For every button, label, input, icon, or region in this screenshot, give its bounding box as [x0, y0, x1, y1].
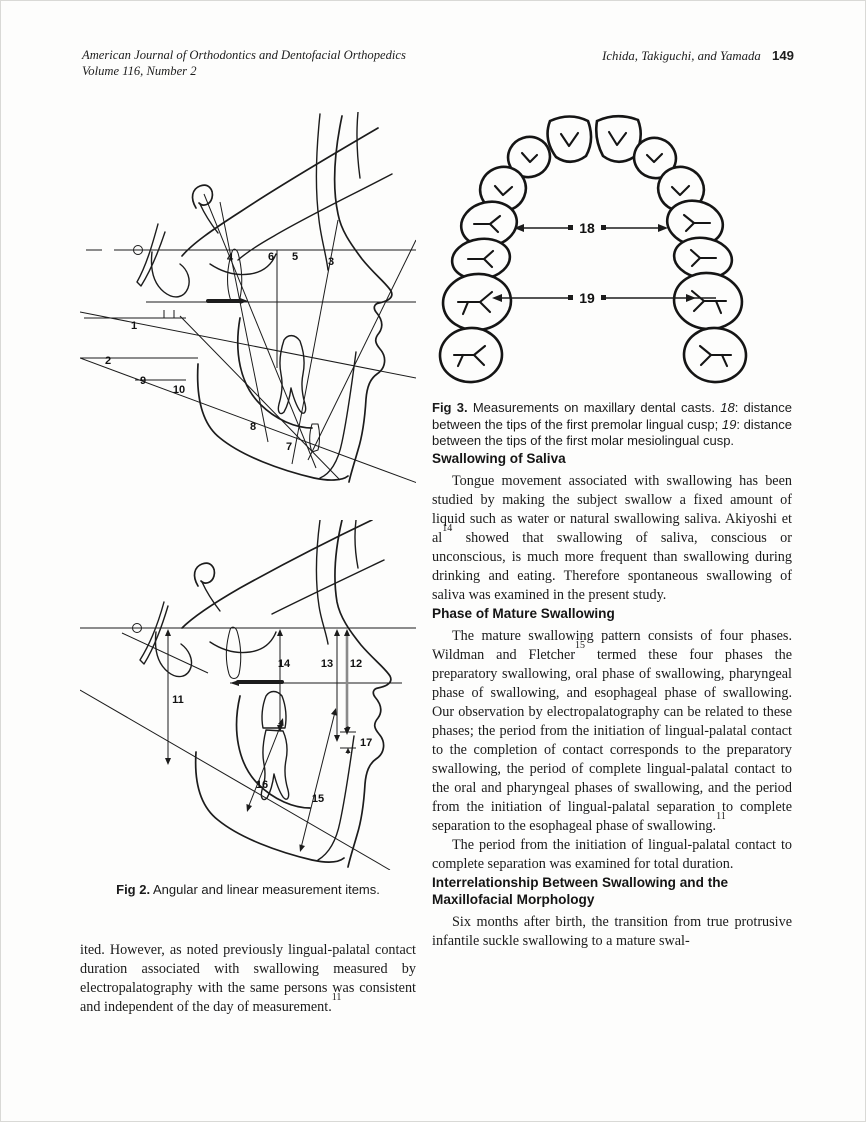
section-phase-of-mature-swallowing: The mature swallowing pattern consists o…	[432, 627, 792, 874]
fig2-measure-label-10: 10	[173, 384, 185, 396]
running-authors-page: Ichida, Takiguchi, and Yamada 149	[602, 48, 794, 64]
section-heading-phase-of-mature-swallowing: Phase of Mature Swallowing	[432, 605, 615, 621]
running-header: American Journal of Orthodontics and Den…	[82, 48, 794, 79]
fig2-measure-label-2: 2	[105, 355, 111, 367]
paragraph-phase-1: The mature swallowing pattern consists o…	[432, 627, 792, 834]
section-heading-swallowing-of-saliva: Swallowing of Saliva	[432, 450, 566, 466]
fig2-tracing-linear: 11 12 13 14 15 16 17	[80, 520, 416, 870]
fig3-arrow-19-label: 19	[579, 290, 595, 306]
journal-identification: American Journal of Orthodontics and Den…	[82, 48, 406, 79]
fig2-measure-label-1: 1	[131, 320, 137, 332]
reference-superscript-15: 15	[575, 640, 586, 652]
paragraph-phase-2: The period from the initiation of lingua…	[432, 836, 792, 872]
left-column: 1 2 3 4 5 6 7 8 9 10	[80, 112, 416, 1017]
fig2-measure-label-12: 12	[350, 658, 362, 670]
fig2-measure-label-13: 13	[321, 658, 333, 670]
fig2-measure-label-4: 4	[227, 252, 234, 264]
fig3-caption-item-18: 18	[720, 400, 735, 415]
section-heading-interrelationship: Interrelationship Between Swallowing and…	[432, 874, 729, 907]
fig2-measure-label-16: 16	[256, 779, 268, 791]
fig2-caption-label: Fig 2.	[116, 882, 151, 897]
reference-superscript-11b: 11	[716, 811, 726, 823]
fig2-measure-label-8: 8	[250, 421, 256, 433]
fig2-caption: Fig 2. Angular and linear measurement it…	[80, 882, 416, 899]
fig2-measure-label-15: 15	[312, 793, 324, 805]
page-number: 149	[771, 48, 794, 63]
paragraph-saliva: Tongue movement associated with swallowi…	[432, 472, 792, 603]
fig2-measure-label-17: 17	[360, 737, 372, 749]
fig2-caption-text: Angular and linear measurement items.	[150, 882, 380, 897]
reference-superscript-11: 11	[331, 992, 342, 1004]
paragraph-continued: ited. However, as noted previously lingu…	[80, 941, 416, 1015]
journal-title: American Journal of Orthodontics and Den…	[82, 48, 406, 62]
left-column-text: ited. However, as noted previously lingu…	[80, 941, 416, 1017]
fig3-caption: Fig 3. Measurements on maxillary dental …	[432, 400, 792, 448]
fig2-measure-label-5: 5	[292, 251, 298, 263]
fig3-arrow-18-label: 18	[579, 220, 595, 236]
fig3-caption-item-19: 19	[721, 416, 737, 432]
fig2-measure-label-11: 11	[172, 694, 184, 706]
running-authors: Ichida, Takiguchi, and Yamada	[602, 49, 761, 63]
fig3-caption-label: Fig 3.	[432, 400, 468, 415]
fig2-measure-label-7: 7	[286, 441, 292, 453]
fig2-measure-label-9: 9	[140, 375, 146, 387]
fig2-measure-label-6: 6	[268, 251, 274, 263]
volume-info: Volume 116, Number 2	[82, 63, 197, 78]
section-swallowing-of-saliva: Tongue movement associated with swallowi…	[432, 472, 792, 605]
section-interrelationship: Six months after birth, the transition f…	[432, 913, 792, 951]
fig3-dental-arch: 18 19	[438, 114, 748, 384]
paragraph-interrelationship: Six months after birth, the transition f…	[432, 913, 792, 949]
fig2-tracing-angular: 1 2 3 4 5 6 7 8 9 10	[80, 112, 416, 484]
fig2-measure-label-14: 14	[278, 658, 291, 670]
reference-superscript-14: 14	[442, 523, 453, 535]
fig2-measure-label-3: 3	[328, 256, 334, 268]
right-column: 18 19 Fig 3. Measurements on maxillary d…	[432, 106, 792, 951]
